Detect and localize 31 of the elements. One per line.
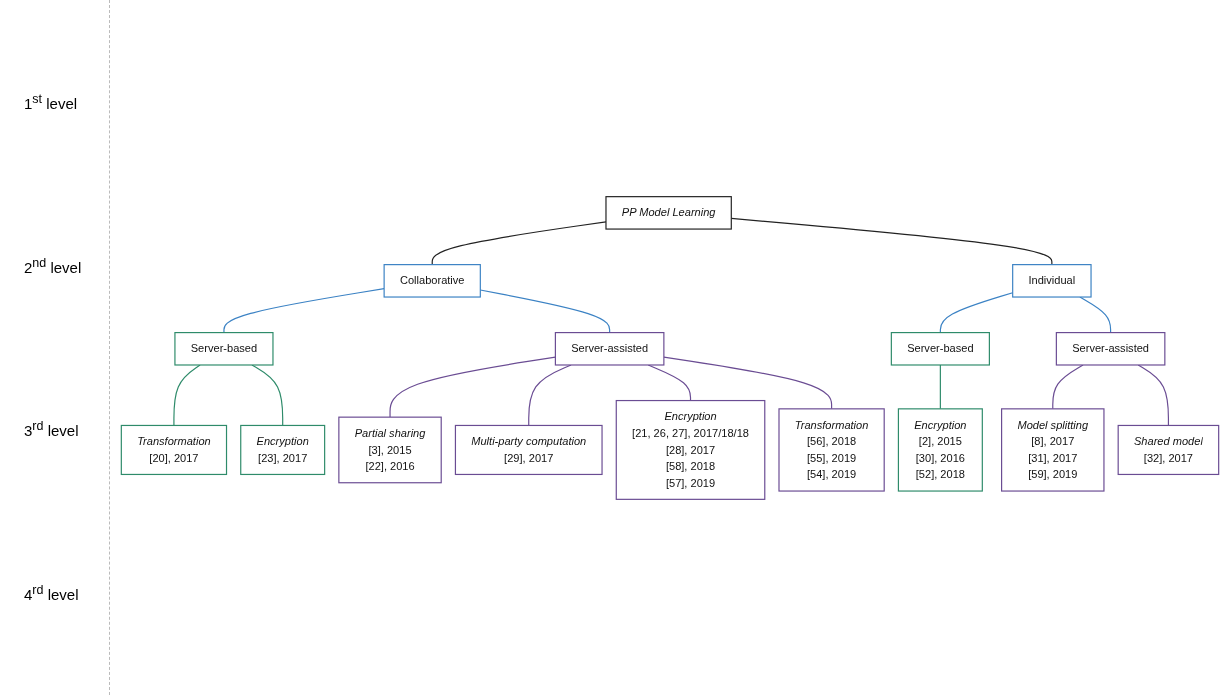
connector	[647, 363, 691, 401]
node-box: Partial sharing [3], 2015 [22], 2016	[337, 416, 442, 483]
node-box: Encryption [2], 2015 [30], 2016 [52], 2018	[897, 407, 983, 492]
node-box: Server-assisted	[554, 331, 664, 366]
connector	[1137, 363, 1169, 426]
connector	[1078, 295, 1111, 333]
node-box: Transformation [56], 2018 [55], 2019 [54], 2019	[777, 407, 885, 492]
connector	[250, 363, 283, 426]
connector	[1051, 363, 1084, 409]
node-box: Model splitting [8], 2017 [31], 2017 [59], 2019	[1000, 407, 1105, 492]
level-label: 3$^{rd}$ level	[23, 419, 80, 440]
node-box: Individual	[1011, 263, 1092, 298]
node-box: Encryption [21, 26, 27], 2017/18/18 [28], 2017 [58], 2018 [57], 2019	[615, 399, 765, 500]
node-box: Multi-party computation [29], 2017	[454, 424, 603, 475]
node-box: PP Model Learning	[604, 195, 732, 230]
connector	[730, 217, 1052, 265]
node-box: Encryption [23], 2017	[239, 424, 325, 475]
node-box: Server-assisted	[1055, 331, 1165, 366]
level-label: 4$^{rd}$ level	[23, 583, 80, 604]
connector	[939, 363, 941, 409]
node-box: Shared model [32], 2017	[1117, 424, 1219, 475]
connector	[479, 288, 610, 333]
node-box: Collaborative	[383, 263, 481, 298]
connector	[172, 363, 201, 426]
connector	[527, 363, 572, 426]
node-box: Transformation [20], 2017	[120, 424, 227, 475]
node-box: Server-based	[173, 331, 274, 366]
level-label: 1$^{st}$ level	[23, 91, 79, 112]
level-label: 2$^{nd}$ level	[23, 255, 83, 276]
node-box: Server-based	[890, 331, 990, 366]
connector	[939, 291, 1013, 333]
